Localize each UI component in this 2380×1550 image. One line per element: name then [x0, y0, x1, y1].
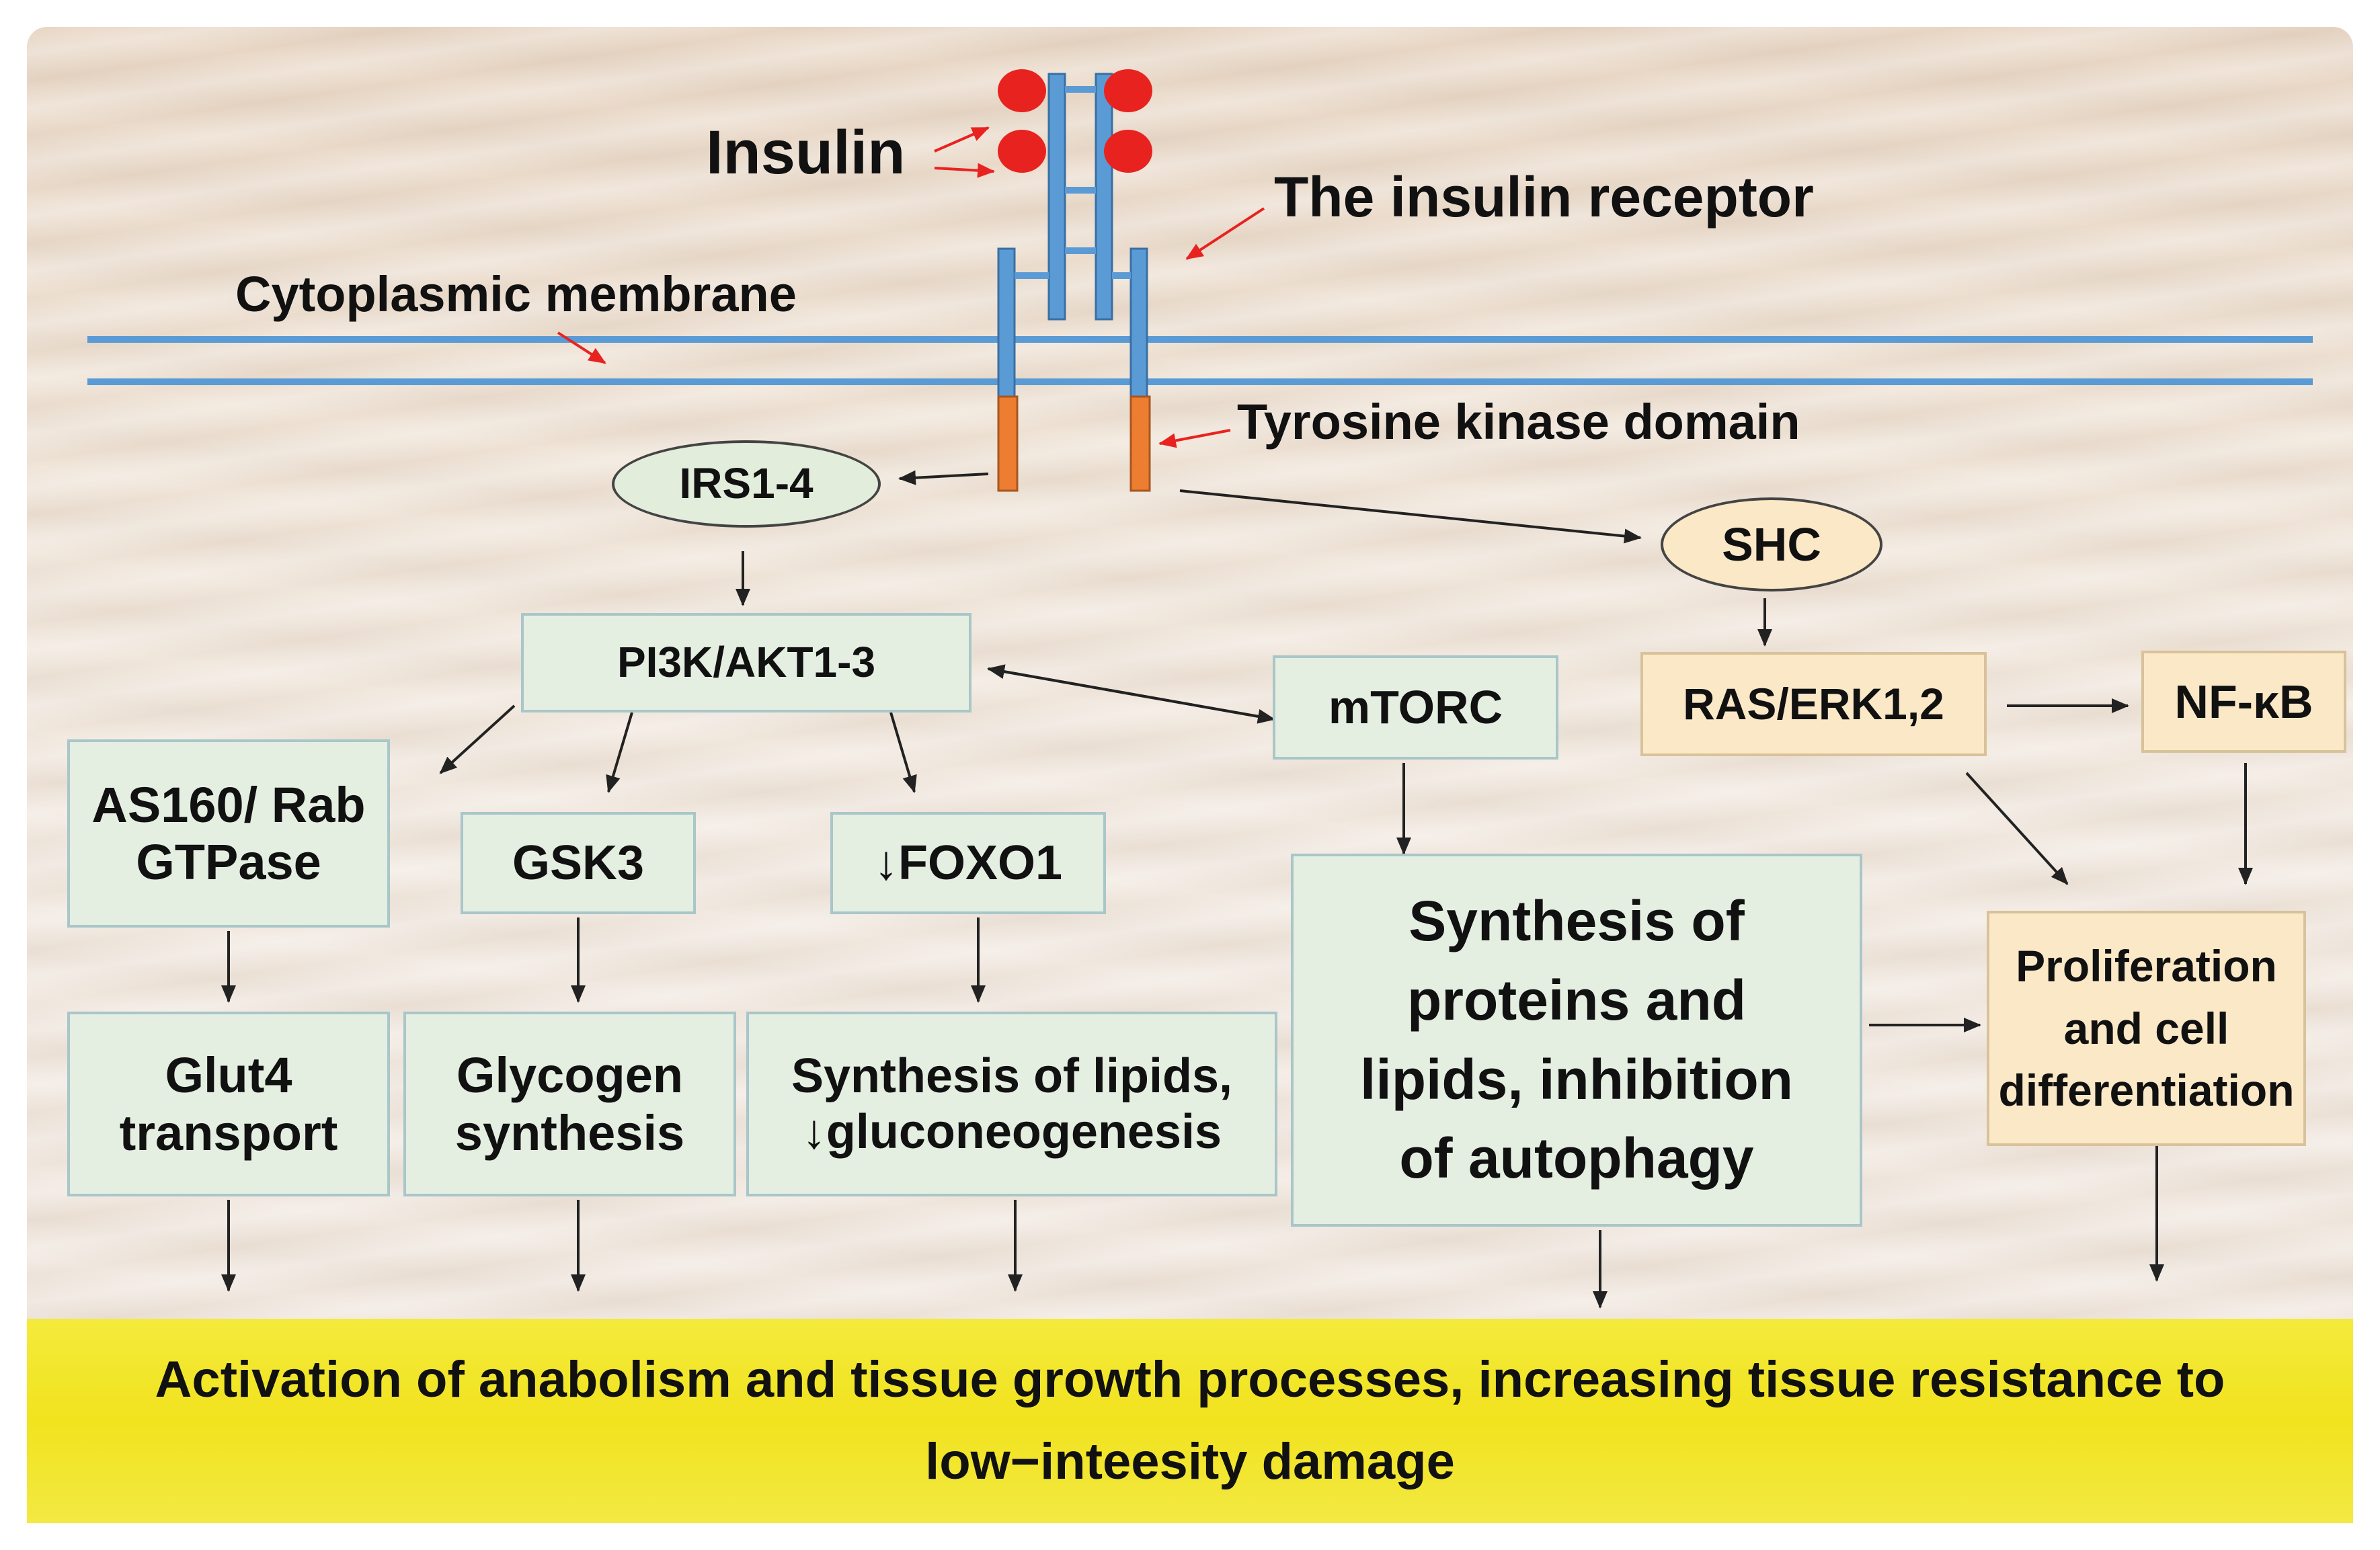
node-glut4: Glut4 transport — [67, 1012, 390, 1196]
outcome-text: Activation of anabolism and tissue growt… — [155, 1351, 2225, 1490]
node-mtorc: mTORC — [1273, 655, 1558, 760]
node-as160: AS160/ Rab GTPase — [67, 739, 390, 928]
node-shc: SHC — [1661, 497, 1882, 592]
node-foxo1: ↓FOXO1 — [830, 812, 1106, 914]
node-proteins: Synthesis of proteins and lipids, inhibi… — [1291, 854, 1862, 1227]
label-pointers — [557, 126, 1265, 448]
outcome-banner: Activation of anabolism and tissue growt… — [27, 1319, 2353, 1523]
node-nf-kb: NF-κB — [2141, 651, 2346, 753]
node-lipids: Synthesis of lipids, ↓gluconeogenesis — [746, 1012, 1277, 1196]
background — [27, 27, 2353, 1523]
membrane-label: Cytoplasmic membrane — [235, 266, 797, 322]
insulin-molecules — [998, 69, 1152, 173]
node-irs: IRS1-4 — [612, 440, 881, 528]
insulin-receptor — [997, 73, 1151, 492]
tyrosine-kinase-label: Tyrosine kinase domain — [1237, 394, 1800, 450]
node-glycogen: Glycogen synthesis — [403, 1012, 736, 1196]
node-ras-erk: RAS/ERK1,2 — [1640, 652, 1987, 756]
receptor-label: The insulin receptor — [1274, 165, 1814, 229]
node-gsk3: GSK3 — [461, 812, 696, 914]
pathway-arrows — [221, 470, 2253, 1309]
node-proliferation: Proliferation and cell differentiation — [1987, 911, 2306, 1146]
cytoplasmic-membrane — [87, 336, 2313, 385]
insulin-label: Insulin — [706, 118, 906, 187]
node-pi3k-akt: PI3K/AKT1-3 — [521, 613, 971, 712]
